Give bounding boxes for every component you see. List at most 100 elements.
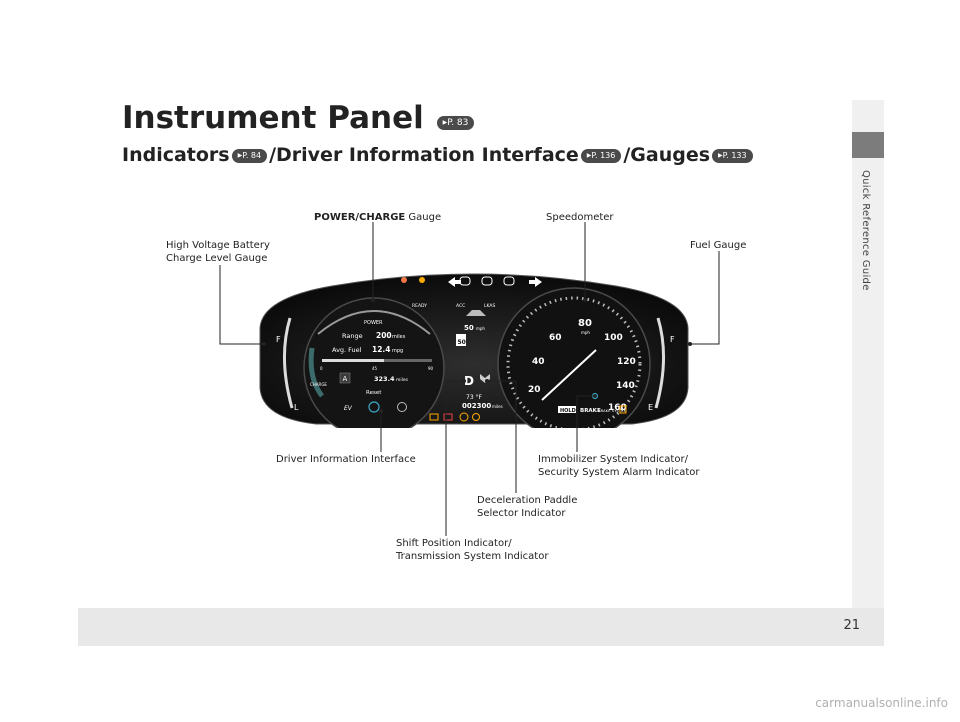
low-fuel-icon xyxy=(619,405,627,414)
title-page-ref-link[interactable]: P. 83 xyxy=(436,116,475,130)
speed-80: 80 xyxy=(578,318,592,329)
trip-a-label: A xyxy=(343,375,348,383)
range-value: 200 xyxy=(376,331,392,340)
trip-value: 323.4 xyxy=(374,375,395,383)
trip-unit: miles xyxy=(396,377,409,383)
acc-speed-unit: mph xyxy=(476,326,485,331)
subtitle-indicators: Indicators xyxy=(122,144,230,166)
brake-indicator: BRAKE xyxy=(580,408,601,414)
speed-limit-sign xyxy=(456,334,466,346)
section-label: Quick Reference Guide xyxy=(860,170,871,291)
indicators-page-ref-link[interactable]: P. 84 xyxy=(231,149,268,163)
fuel-economy-bar-fill xyxy=(322,359,384,362)
airbag-off-icon xyxy=(419,277,425,283)
high-beam-icon xyxy=(481,276,493,286)
speedometer-needle xyxy=(541,349,597,401)
subtitle-gauges: /Gauges xyxy=(623,144,711,166)
callout-shift-position-indicator: Shift Position Indicator/Transmission Sy… xyxy=(396,538,549,562)
power-label: POWER xyxy=(364,320,383,326)
speed-limit-value: 50 xyxy=(458,339,466,346)
subtitle-dii: /Driver Information Interface xyxy=(269,144,579,166)
callout-fuel-gauge: Fuel Gauge xyxy=(690,240,747,251)
ready-indicator: READY xyxy=(412,303,427,309)
headlight-icon xyxy=(459,276,471,286)
callout-driver-information-interface: Driver Information Interface xyxy=(276,454,416,465)
lkas-indicator: LKAS xyxy=(484,303,495,309)
acc-speed-value: 50 xyxy=(464,324,474,332)
charge-label: CHARGE xyxy=(310,382,327,387)
abs-icon xyxy=(459,412,469,422)
speed-40: 40 xyxy=(532,357,545,367)
leader-immobilizer xyxy=(576,395,595,452)
shift-position-indicator: D xyxy=(464,374,474,388)
callout-immobilizer-indicator: Immobilizer System Indicator/Security Sy… xyxy=(538,454,700,478)
speed-60: 60 xyxy=(549,333,562,343)
outside-temp: 73 °F xyxy=(466,394,483,401)
leader-hv-battery xyxy=(219,265,264,345)
avg-fuel-label: Avg. Fuel xyxy=(332,346,362,354)
fuel-empty-mark: E xyxy=(648,403,653,412)
turn-left-icon xyxy=(448,277,461,287)
speed-unit: mph xyxy=(581,330,590,335)
gauges-page-ref-link[interactable]: P. 133 xyxy=(712,149,753,163)
acc-vehicle-icon xyxy=(466,310,486,316)
range-label: Range xyxy=(342,332,363,340)
range-unit: miles xyxy=(392,334,406,340)
speed-20: 20 xyxy=(528,385,541,395)
fuel-full-mark: F xyxy=(670,335,675,344)
leader-shift xyxy=(445,380,464,536)
seatbelt-icon xyxy=(401,277,407,283)
leader-deceleration xyxy=(487,380,517,493)
trip-a-badge xyxy=(339,372,351,384)
reset-label: Reset xyxy=(366,390,382,396)
hold-indicator xyxy=(558,406,576,413)
fog-light-icon xyxy=(503,276,515,286)
speedometer-dial xyxy=(497,287,651,428)
instrument-cluster: F L F E POWER CHARGE Range 200 miles Avg… xyxy=(259,273,689,428)
ev-indicator: EV xyxy=(344,405,353,412)
power-charge-arc xyxy=(317,310,431,335)
page-title-text: Instrument Panel xyxy=(122,100,424,136)
power-charge-dial xyxy=(303,297,445,428)
brake-system-indicator: BRAKE SYSTEM xyxy=(598,408,627,413)
eco-icon xyxy=(368,401,380,413)
avg-fuel-value: 12.4 xyxy=(372,345,391,354)
charge-arc xyxy=(308,347,325,398)
speedometer-tick-ring xyxy=(506,296,642,428)
section-tab[interactable] xyxy=(852,132,884,158)
page-title: Instrument Panel P. 83 xyxy=(122,100,476,136)
callout-speedometer: Speedometer xyxy=(546,212,614,223)
check-engine-icon xyxy=(429,413,439,421)
speed-140: 140 xyxy=(616,381,635,391)
scale-0: 0 xyxy=(320,366,323,371)
callout-power-charge-gauge: POWER/CHARGE Gauge xyxy=(314,212,442,223)
leader-fuel xyxy=(690,251,720,345)
info-icon xyxy=(397,402,407,412)
speed-100: 100 xyxy=(604,333,623,343)
hold-label: HOLD xyxy=(560,408,576,414)
turn-right-icon xyxy=(529,277,542,287)
hv-battery-gauge-arc xyxy=(283,317,294,409)
side-strip xyxy=(852,100,884,608)
battery-warning-icon xyxy=(443,413,453,421)
watermark: carmanualsonline.info xyxy=(815,696,948,710)
speed-160: 160 xyxy=(608,403,627,413)
acc-indicator: ACC xyxy=(456,303,465,309)
footer-band: 21 xyxy=(78,608,884,646)
odometer-unit: miles xyxy=(492,404,503,409)
scale-90: 90 xyxy=(428,366,434,371)
page-subtitle: IndicatorsP. 84/Driver Information Inter… xyxy=(122,144,755,166)
scale-45: 45 xyxy=(372,366,378,371)
hv-low-mark: L xyxy=(294,403,299,412)
tpms-icon xyxy=(472,413,480,421)
dii-page-ref-link[interactable]: P. 136 xyxy=(580,149,622,163)
page-number: 21 xyxy=(843,618,860,633)
hv-full-mark: F xyxy=(276,335,281,344)
odometer-value: 002300 xyxy=(462,402,491,410)
avg-fuel-unit: mpg xyxy=(392,348,403,354)
fuel-gauge-arc xyxy=(654,317,665,409)
speed-120: 120 xyxy=(617,357,636,367)
